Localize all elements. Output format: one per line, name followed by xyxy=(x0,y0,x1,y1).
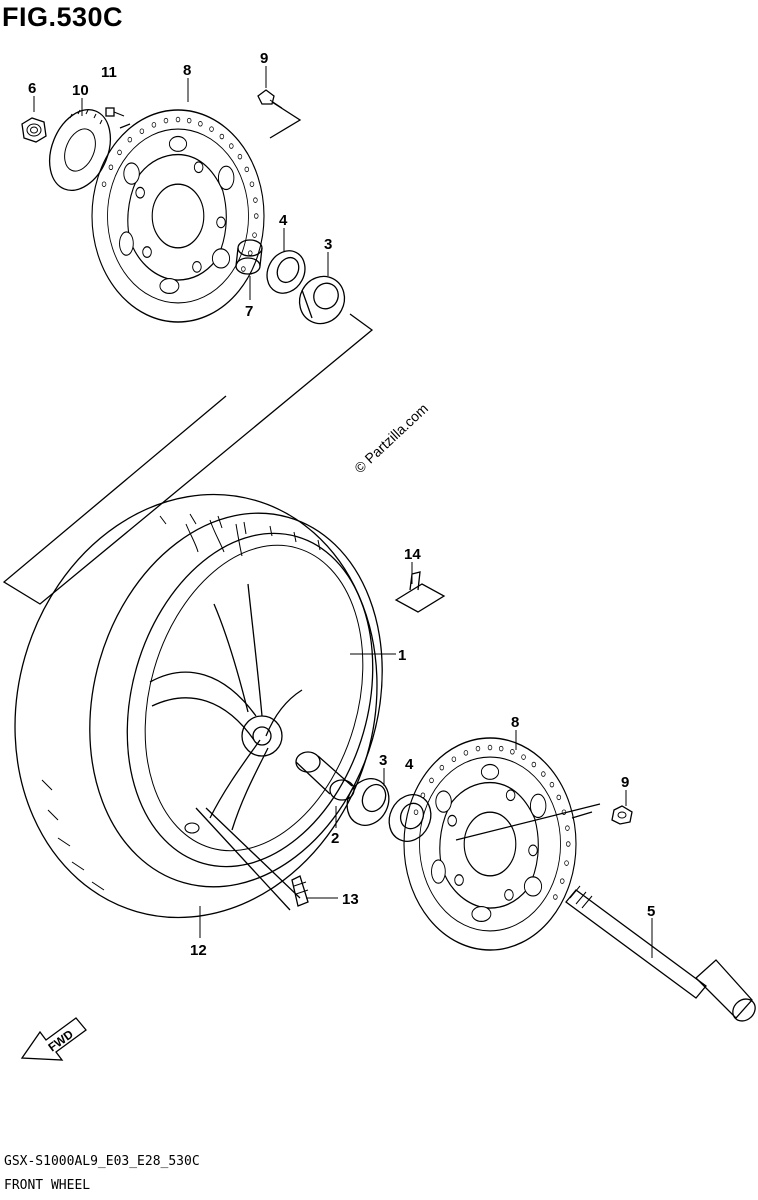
callout-5: 5 xyxy=(647,903,655,920)
bolt-part-9-lower xyxy=(611,805,633,825)
guide-line-valve xyxy=(195,807,301,911)
callout-9-upper: 9 xyxy=(260,50,268,67)
brake-disc-upper xyxy=(91,109,265,323)
valve-part-13 xyxy=(291,875,309,907)
callout-3-upper: 3 xyxy=(324,236,332,253)
nut-part-6 xyxy=(21,117,47,143)
screw-part-11 xyxy=(105,107,125,117)
figure-name: FRONT WHEEL xyxy=(4,1178,91,1193)
callout-14: 14 xyxy=(404,546,421,563)
brake-disc-lower xyxy=(403,737,577,951)
figure-code: GSX-S1000AL9_E03_E28_530C xyxy=(4,1154,200,1169)
guide-line-upper xyxy=(119,101,302,139)
axle-part-5 xyxy=(565,885,756,1022)
fwd-label: FWD xyxy=(46,1027,77,1055)
callout-3-lower: 3 xyxy=(379,752,387,769)
callout-10: 10 xyxy=(72,82,89,99)
figure-title: FIG.530C xyxy=(2,2,124,32)
callout-8-lower: 8 xyxy=(511,714,519,731)
callout-1: 1 xyxy=(398,647,406,664)
bearing-part-3-upper xyxy=(298,275,346,325)
oil-seal-part-4-lower xyxy=(388,794,432,842)
bearing-part-3-lower xyxy=(346,778,390,826)
bolt-part-9-upper xyxy=(257,89,283,109)
spacer-part-2 xyxy=(295,751,355,801)
callout-9-lower: 9 xyxy=(621,774,629,791)
callout-4-upper: 4 xyxy=(279,212,288,229)
callout-4-lower: 4 xyxy=(405,756,414,773)
callout-8-upper: 8 xyxy=(183,62,191,79)
tire-part-12 xyxy=(14,493,383,919)
oil-seal-part-4-upper xyxy=(266,250,306,294)
callout-11: 11 xyxy=(101,64,117,81)
callout-2: 2 xyxy=(331,830,339,847)
callout-6: 6 xyxy=(28,80,36,97)
callout-13: 13 xyxy=(342,891,359,908)
forward-arrow-icon: FWD xyxy=(20,1017,87,1061)
wheel-rim-part-1 xyxy=(126,532,374,868)
callout-7: 7 xyxy=(245,303,253,320)
balance-weight-part-14 xyxy=(394,571,446,613)
sensor-rotor-part-10 xyxy=(48,109,112,191)
watermark: © Partzilla.com xyxy=(351,400,431,476)
callout-12: 12 xyxy=(190,942,207,959)
guide-line-rotor-bolt xyxy=(455,803,601,841)
callout-leaders xyxy=(33,66,653,958)
collar-part-7 xyxy=(235,239,263,275)
guide-line-long xyxy=(2,313,374,605)
